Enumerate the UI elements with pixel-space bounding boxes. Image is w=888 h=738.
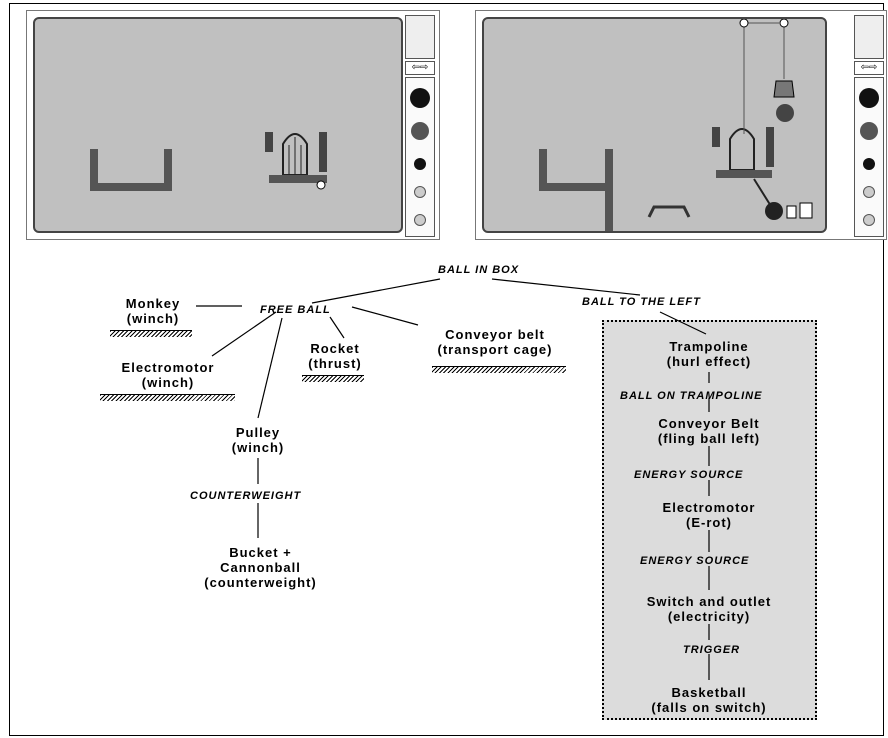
parts-list-right (854, 77, 884, 237)
node-basketball-sub: (falls on switch) (651, 700, 767, 715)
cannonball-icon[interactable] (863, 158, 875, 170)
figure-frame (9, 3, 884, 736)
node-bucket-cannonball: Bucket + Cannonball (counterweight) (198, 545, 323, 590)
basketball-icon (776, 104, 794, 122)
node-trampoline-title: Trampoline (669, 339, 749, 354)
parts-list-left (405, 77, 435, 237)
small-post-right (319, 132, 327, 172)
bird-cage-icon (282, 133, 308, 176)
node-switch-sub: (electricity) (667, 609, 751, 624)
screenshot-left: ⇦⇨ (26, 10, 440, 240)
node-electromotor-erot-title: Electromotor (662, 500, 756, 515)
ball-to-left-chain-box (602, 320, 817, 720)
bowling-ball-icon[interactable] (410, 88, 430, 108)
node-bucket-line1: Bucket + (229, 545, 292, 560)
arrow-buttons-right[interactable]: ⇦⇨ (854, 61, 884, 75)
node-basketball: Basketball (falls on switch) (620, 685, 798, 715)
node-switch-title: Switch and outlet (646, 594, 772, 609)
golf-ball-icon[interactable] (863, 214, 875, 226)
node-ball-in-box: BALL IN BOX (438, 264, 520, 276)
node-counterweight: COUNTERWEIGHT (190, 490, 302, 502)
node-pulley: Pulley (winch) (218, 425, 298, 455)
ground-hatch-conveyor (432, 366, 566, 373)
conveyor-belt (269, 175, 327, 183)
node-monkey-sub: (winch) (126, 311, 180, 326)
arrow-buttons-left[interactable]: ⇦⇨ (405, 61, 435, 75)
playfield-left-objects (90, 132, 327, 191)
node-monkey: Monkey (winch) (108, 296, 198, 326)
ground-hatch-electromotor (100, 394, 235, 401)
node-bucket-line2: Cannonball (220, 560, 301, 575)
node-rocket-title: Rocket (310, 341, 360, 356)
node-conveyor-belt-cage: Conveyor belt (transport cage) (420, 327, 570, 357)
small-post-left (265, 132, 273, 152)
node-ball-on-trampoline: BALL ON TRAMPOLINE (620, 390, 763, 402)
playfield-left[interactable] (33, 17, 403, 233)
node-conveyor-title: Conveyor belt (445, 327, 545, 342)
node-basketball-title: Basketball (671, 685, 747, 700)
wall-floor (90, 183, 172, 191)
node-electromotor-erot: Electromotor (E-rot) (620, 500, 798, 530)
wall-left-post (90, 149, 98, 189)
node-conveyor-fling: Conveyor Belt (fling ball left) (620, 416, 798, 446)
node-rocket-sub: (thrust) (308, 356, 362, 371)
node-energy-source-1: ENERGY SOURCE (634, 469, 744, 481)
basketball-icon[interactable] (860, 122, 878, 140)
parts-panel-left: ⇦⇨ (405, 15, 435, 237)
parts-panel-right: ⇦⇨ (854, 15, 884, 237)
baseball-icon[interactable] (414, 186, 426, 198)
node-monkey-title: Monkey (125, 296, 181, 311)
bowling-ball-icon[interactable] (859, 88, 879, 108)
cannonball-icon[interactable] (414, 158, 426, 170)
node-conveyor-fling-sub: (fling ball left) (657, 431, 761, 446)
node-conveyor-fling-title: Conveyor Belt (658, 416, 760, 431)
node-trampoline-sub: (hurl effect) (666, 354, 752, 369)
node-conveyor-sub: (transport cage) (437, 342, 553, 357)
node-pulley-sub: (winch) (231, 440, 285, 455)
node-free-ball: FREE BALL (260, 304, 331, 316)
node-ball-to-left: BALL TO THE LEFT (582, 296, 701, 308)
playfield-right-objects (539, 18, 813, 239)
pulley-icon (739, 18, 749, 28)
node-trigger: TRIGGER (683, 644, 741, 656)
baseball-icon[interactable] (863, 186, 875, 198)
panel-preview-left[interactable] (405, 15, 435, 59)
bucket-icon (773, 80, 795, 98)
node-pulley-title: Pulley (235, 425, 281, 440)
node-rocket: Rocket (thrust) (300, 341, 370, 371)
trampoline-icon (647, 205, 691, 218)
node-energy-source-2: ENERGY SOURCE (640, 555, 750, 567)
ground-hatch-monkey (110, 330, 192, 337)
node-electromotor-erot-sub: (E-rot) (686, 515, 732, 530)
golf-ball-icon[interactable] (414, 214, 426, 226)
node-electromotor-winch: Electromotor (winch) (93, 360, 243, 390)
playfield-right[interactable] (482, 17, 827, 239)
node-electromotor-title: Electromotor (121, 360, 215, 375)
outlet-icon (799, 202, 813, 219)
screenshot-right: ⇦⇨ (475, 10, 887, 240)
basketball-icon[interactable] (411, 122, 429, 140)
node-electromotor-sub: (winch) (141, 375, 195, 390)
node-bucket-line3: (counterweight) (204, 575, 317, 590)
node-switch-outlet: Switch and outlet (electricity) (620, 594, 798, 624)
panel-preview-right[interactable] (854, 15, 884, 59)
wall-right-post (164, 149, 172, 189)
conveyor-belt (716, 170, 772, 178)
ground-hatch-rocket (302, 375, 364, 382)
switch-icon (786, 205, 797, 219)
node-trampoline: Trampoline (hurl effect) (620, 339, 798, 369)
